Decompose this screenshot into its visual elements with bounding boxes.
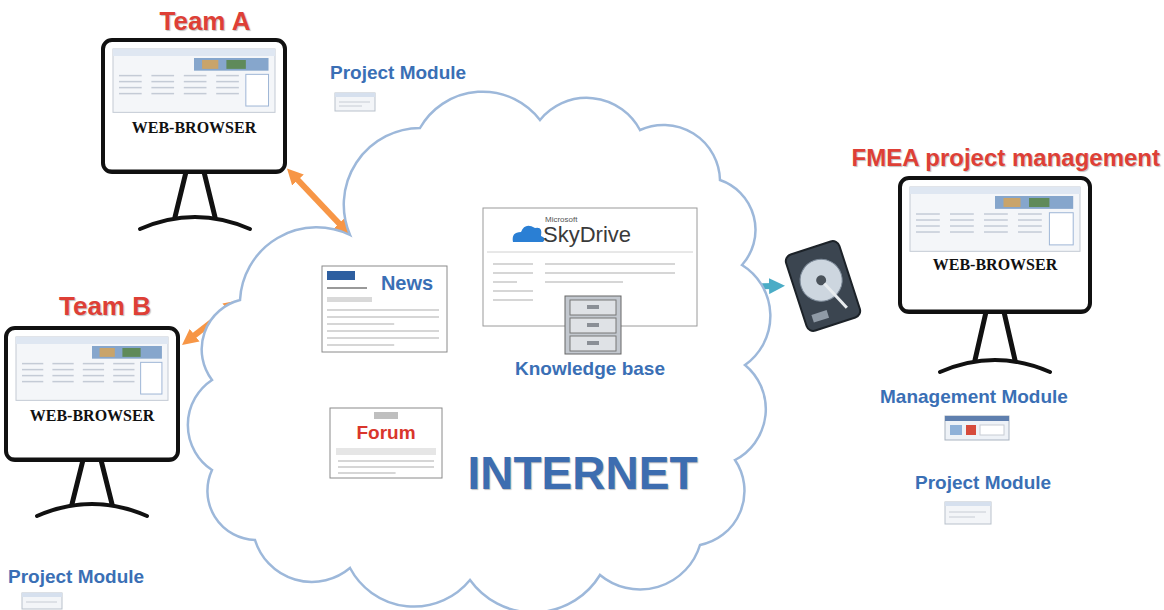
filing-cabinet	[565, 296, 621, 354]
network-node: Team BWEB-BROWSER	[0, 290, 182, 522]
node-text: Knowledge base	[483, 358, 697, 380]
network-node: INTERNETNewsMicrosoftSkyDriveKnowledge b…	[170, 85, 775, 610]
node-text: Team A	[115, 7, 295, 37]
node-shape	[95, 5, 287, 232]
double-arrow	[294, 176, 343, 228]
module-thumbnail	[945, 416, 1009, 440]
node-text: SkyDrive	[543, 222, 673, 247]
module-thumbnail	[22, 593, 62, 609]
node-text: INTERNET	[450, 447, 715, 500]
network-node: Forum	[330, 408, 442, 478]
skydrive-screenshot	[483, 208, 697, 354]
hard-disk-icon	[784, 239, 862, 332]
forum-screenshot	[330, 408, 442, 478]
node-text: Forum	[330, 422, 442, 444]
node-text: WEB-BROWSER	[900, 256, 1090, 274]
network-node: MicrosoftSkyDriveKnowledge base	[483, 208, 697, 382]
module-label: Project Module	[915, 472, 1051, 494]
network-node: Team AWEB-BROWSER	[95, 5, 287, 232]
module-thumbnail	[335, 93, 375, 111]
node-text: Team B	[20, 292, 190, 322]
node-text: News	[370, 272, 444, 295]
module-label: Management Module	[880, 386, 1068, 408]
module-thumbnail	[945, 502, 991, 524]
module-label: Project Module	[330, 62, 466, 84]
node-text: FMEA project management	[815, 144, 1160, 172]
node-shape	[170, 85, 775, 610]
cloud-outline	[188, 92, 771, 610]
module-label: Project Module	[8, 566, 144, 588]
node-shape	[0, 290, 182, 522]
monitor-drawing	[103, 40, 285, 229]
node-text: WEB-BROWSER	[6, 407, 178, 425]
network-node: FMEA project managementWEB-BROWSER	[785, 140, 1162, 375]
network-node: News	[322, 266, 447, 352]
monitor-drawing	[6, 328, 178, 516]
node-text: WEB-BROWSER	[103, 119, 285, 137]
monitor-drawing	[900, 178, 1090, 372]
news-screenshot	[322, 266, 447, 352]
